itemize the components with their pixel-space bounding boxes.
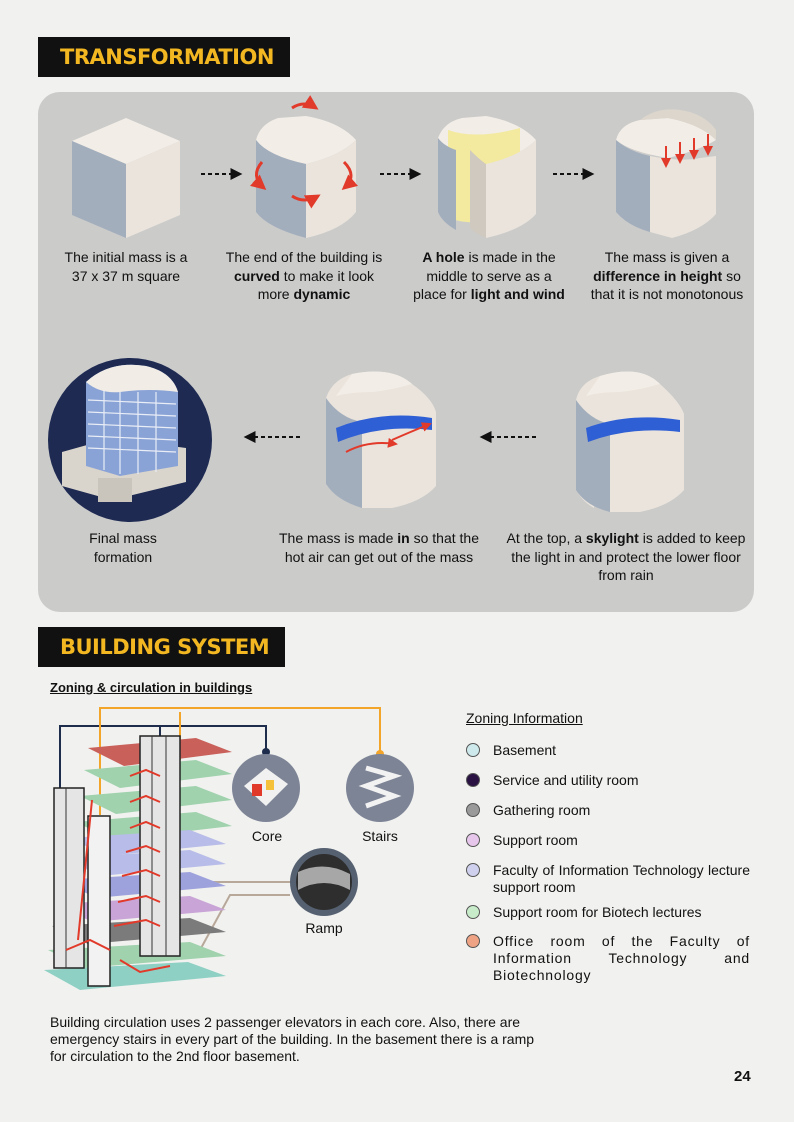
ramp-callout <box>290 848 358 916</box>
initial-mass-cube <box>72 118 180 238</box>
stairs-label: Stairs <box>362 828 398 844</box>
mass-with-hole <box>438 116 536 238</box>
step-2-caption: The end of the building is curved to mak… <box>225 249 383 302</box>
stairs-callout <box>346 754 414 822</box>
core-callout <box>232 754 300 822</box>
mass-made-in <box>326 371 436 508</box>
ramp-label: Ramp <box>305 920 343 936</box>
legend-item-service: Service and utility room <box>466 772 750 789</box>
legend-swatch <box>466 905 480 919</box>
legend-swatch <box>466 773 480 787</box>
legend-item-office: Office room of the Faculty of Informatio… <box>466 933 750 984</box>
building-system-heading: BUILDING SYSTEM <box>38 627 286 667</box>
zoning-subtitle: Zoning & circulation in buildings <box>50 680 253 695</box>
legend-item-it-lecture-support: Faculty of Information Technology lectur… <box>466 862 750 896</box>
circulation-paragraph: Building circulation uses 2 passenger el… <box>50 1014 535 1064</box>
zoning-legend-title: Zoning Information <box>466 710 583 726</box>
mass-height-difference <box>616 109 716 238</box>
legend-swatch <box>466 934 480 948</box>
core-label: Core <box>251 828 283 844</box>
core-towers <box>53 735 181 987</box>
legend-item-biotech-support: Support room for Biotech lectures <box>466 904 750 921</box>
legend-item-basement: Basement <box>466 742 750 759</box>
legend-swatch <box>466 803 480 817</box>
curved-mass <box>250 95 358 238</box>
step-6-caption: The mass is made in so that the hot air … <box>279 530 479 565</box>
step-5-caption: At the top, a skylight is added to keep … <box>506 530 746 583</box>
step-3-caption: A hole is made in the middle to serve as… <box>413 249 565 302</box>
final-mass-render <box>48 358 212 522</box>
page-number: 24 <box>734 1068 751 1085</box>
legend-item-gathering: Gathering room <box>466 802 750 819</box>
legend-item-support: Support room <box>466 832 750 849</box>
mass-with-skylight <box>576 371 684 512</box>
legend-swatch <box>466 833 480 847</box>
transformation-heading: TRANSFORMATION <box>38 37 290 77</box>
legend-swatch <box>466 743 480 757</box>
legend-swatch <box>466 863 480 877</box>
step-7-caption: Final mass formation <box>89 530 157 565</box>
step-1-caption: The initial mass is a 37 x 37 m square <box>64 249 188 284</box>
step-4-caption: The mass is given a difference in height… <box>590 249 744 302</box>
